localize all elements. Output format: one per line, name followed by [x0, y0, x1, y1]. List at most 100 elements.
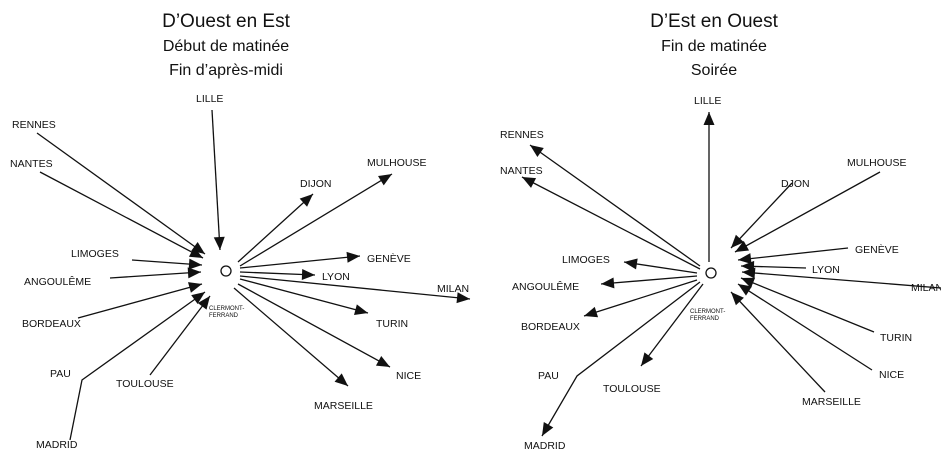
right-arrowhead-turin: [741, 277, 756, 288]
left-label-marseille: MARSEILLE: [314, 400, 373, 412]
left-route-dijon: [237, 193, 314, 263]
right-routes: [521, 112, 941, 437]
left-label-lyon: LYON: [322, 271, 350, 283]
right-label-nantes: NANTES: [500, 165, 543, 177]
right-label-mulhouse: MULHOUSE: [847, 157, 907, 169]
right-route-madrid: [541, 281, 701, 437]
right-label-pau: PAU: [538, 370, 559, 382]
left-label-dijon: DIJON: [300, 178, 332, 190]
right-arrowhead-nice: [738, 284, 752, 296]
right-arrowhead-bordeaux: [584, 306, 599, 318]
left-hub-label-2: FERRAND: [209, 313, 239, 319]
right-arrowhead-rennes: [530, 145, 544, 158]
left-arrowhead-turin: [354, 304, 368, 315]
right-label-geneve: GENÈVE: [855, 243, 899, 256]
right-arrowhead-nantes: [522, 177, 537, 188]
right-label-milan: MILAN: [911, 282, 941, 294]
right-route-marseille: [730, 291, 826, 393]
right-subtitle-2: Soirée: [691, 62, 737, 79]
left-arrowhead-marseille: [334, 373, 348, 386]
left-arrowhead-limoges: [188, 258, 202, 270]
left-route-nice: [237, 283, 391, 368]
left-route-nantes: [39, 171, 204, 259]
right-route-milan: [741, 271, 941, 289]
right-route-toulouse: [640, 283, 704, 367]
left-arrowhead-lille: [213, 236, 225, 250]
right-arrowhead-lille: [703, 112, 715, 125]
left-arrowhead-madrid: [191, 292, 205, 305]
left-label-madrid: MADRID: [36, 439, 78, 451]
right-route-geneve: [737, 247, 849, 261]
left-subtitle-2: Fin d’après-midi: [169, 62, 283, 79]
right-label-rennes: RENNES: [500, 129, 544, 141]
right-label-bordeaux: BORDEAUX: [521, 321, 580, 333]
right-arrowhead-madrid: [542, 421, 554, 436]
right-arrowhead-mulhouse: [735, 240, 750, 252]
left-label-bordeaux: BORDEAUX: [22, 318, 81, 330]
left-label-limoges: LIMOGES: [71, 248, 119, 260]
left-route-marseille: [233, 287, 349, 387]
left-arrowhead-toulouse: [197, 296, 210, 310]
right-label-nice: NICE: [879, 369, 904, 381]
left-title: D’Ouest en Est: [162, 11, 290, 32]
right-subtitle-1: Fin de matinée: [661, 38, 767, 55]
left-arrowhead-nantes: [188, 247, 203, 258]
left-hub-label-1: CLERMONT-: [209, 306, 244, 312]
left-route-turin: [239, 278, 369, 314]
right-label-lyon: LYON: [812, 264, 840, 276]
right-arrowhead-limoges: [624, 258, 638, 270]
right-route-angouleme: [600, 275, 698, 285]
right-label-madrid: MADRID: [524, 440, 566, 452]
left-arrowhead-lyon: [301, 268, 315, 280]
right-label-turin: TURIN: [880, 332, 912, 344]
left-route-angouleme: [109, 271, 202, 279]
right-hub-label-2: FERRAND: [690, 316, 720, 322]
left-route-madrid: [69, 291, 206, 441]
left-label-rennes: RENNES: [12, 119, 56, 131]
right-route-turin: [740, 277, 875, 333]
left-route-geneve: [239, 255, 361, 269]
right-label-limoges: LIMOGES: [562, 254, 610, 266]
left-panel: D’Ouest en Est Début de matinée Fin d’ap…: [10, 11, 471, 451]
right-arrowhead-marseille: [731, 292, 744, 306]
right-hub-label-1: CLERMONT-: [690, 309, 725, 315]
right-route-nice: [737, 283, 873, 371]
left-label-angouleme: ANGOULÊME: [24, 275, 91, 288]
right-arrowhead-geneve: [738, 253, 752, 265]
left-routes: [36, 109, 471, 441]
right-route-rennes: [529, 144, 701, 267]
right-label-lille: LILLE: [694, 95, 721, 107]
right-label-djon: DJON: [781, 178, 810, 190]
right-route-mulhouse: [734, 171, 881, 253]
left-label-toulouse: TOULOUSE: [116, 378, 174, 390]
right-label-toulouse: TOULOUSE: [603, 383, 661, 395]
right-arrowhead-dijon: [731, 234, 744, 248]
left-label-nantes: NANTES: [10, 158, 53, 170]
left-route-mulhouse: [239, 173, 393, 267]
left-arrowhead-angouleme: [187, 267, 201, 279]
left-arrowhead-mulhouse: [378, 174, 392, 186]
right-route-bordeaux: [583, 279, 698, 317]
right-label-angouleme: ANGOULÊME: [512, 280, 579, 293]
left-arrowhead-geneve: [346, 251, 360, 263]
right-route-dijon: [730, 182, 793, 249]
left-label-pau: PAU: [50, 368, 71, 380]
left-route-toulouse: [149, 295, 211, 376]
left-label-milan: MILAN: [437, 283, 469, 295]
left-route-rennes: [36, 132, 206, 255]
right-title: D’Est en Ouest: [650, 11, 778, 32]
left-subtitle-1: Début de matinée: [163, 38, 289, 55]
right-arrowhead-toulouse: [641, 352, 654, 366]
left-route-milan: [239, 275, 471, 300]
left-route-bordeaux: [77, 283, 203, 319]
left-arrowhead-nice: [375, 355, 390, 367]
right-arrowhead-angouleme: [601, 277, 615, 289]
left-label-lille: LILLE: [196, 93, 223, 105]
right-panel: D’Est en Ouest Fin de matinée Soirée CLE…: [500, 11, 941, 452]
left-arrowhead-milan: [456, 292, 470, 304]
right-route-nantes: [521, 176, 701, 270]
left-label-turin: TURIN: [376, 318, 408, 330]
left-label-geneve: GENÈVE: [367, 252, 411, 265]
left-route-lille: [211, 109, 221, 251]
